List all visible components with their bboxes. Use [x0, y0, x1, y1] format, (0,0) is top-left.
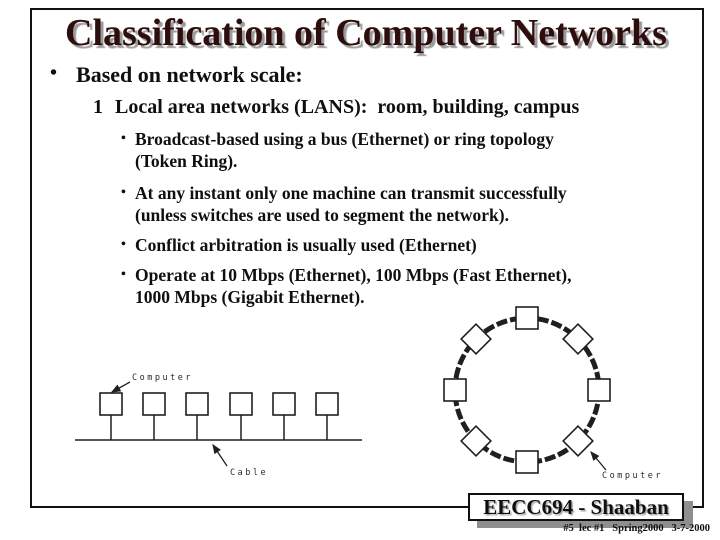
bullet-icon: • [121, 237, 126, 252]
item-text: Local area networks (LANS): room, buildi… [115, 96, 580, 118]
slide-title: Classification of Computer Networks [65, 12, 667, 54]
sub-bullet-arbitration: • Conflict arbitration is usually used (… [121, 234, 477, 256]
bus-cable-label: Cable [230, 468, 268, 478]
line: Broadcast-based using a bus (Ethernet) o… [135, 129, 554, 149]
ring-computer-node-diamond [562, 425, 594, 457]
sub-bullet-broadcast: • Broadcast-based using a bus (Ethernet)… [121, 128, 554, 172]
bus-computer-node [315, 392, 339, 416]
ring-computer-arrow [590, 451, 607, 471]
sub-bullet-arbitration-text: Conflict arbitration is usually used (Et… [135, 234, 477, 256]
bullet-network-scale: • Based on network scale: [50, 62, 303, 88]
bus-computer-node [142, 392, 166, 416]
course-footer: EECC694 - Shaaban [468, 493, 684, 521]
line: (Token Ring). [135, 151, 238, 171]
ring-computer-node [515, 450, 539, 474]
line: (unless switches are used to segment the… [135, 205, 509, 225]
ring-computer-node [443, 378, 467, 402]
line: Operate at 10 Mbps (Ethernet), 100 Mbps … [135, 265, 572, 285]
bullet-icon: • [50, 62, 58, 84]
sub-bullet-speeds: • Operate at 10 Mbps (Ethernet), 100 Mbp… [121, 264, 571, 308]
ring-computer-node-diamond [562, 323, 594, 355]
ring-computer-label: Computer [602, 471, 663, 481]
sub-bullet-transmit: • At any instant only one machine can tr… [121, 182, 567, 226]
ring-computer-node-diamond [460, 425, 492, 457]
ring-computer-node [515, 306, 539, 330]
bus-cable-arrow [212, 443, 228, 467]
line: 1000 Mbps (Gigabit Ethernet). [135, 287, 365, 307]
bullet-icon: • [121, 185, 126, 200]
bus-computer-label: Computer [132, 373, 193, 383]
bus-computer-node [99, 392, 123, 416]
line: Conflict arbitration is usually used (Et… [135, 235, 477, 255]
sub-bullet-speeds-text: Operate at 10 Mbps (Ethernet), 100 Mbps … [135, 264, 571, 308]
numbered-item-lans: 1 Local area networks (LANS): room, buil… [93, 96, 579, 119]
bullet-icon: • [121, 131, 126, 146]
slide-border [30, 8, 704, 508]
lecture-meta: #5 lec #1 Spring2000 3-7-2000 [563, 523, 710, 534]
bullet-icon: • [121, 267, 126, 282]
sub-bullet-broadcast-text: Broadcast-based using a bus (Ethernet) o… [135, 128, 554, 172]
bus-computer-node [272, 392, 296, 416]
ring-computer-node-diamond [460, 323, 492, 355]
bus-computer-arrow [110, 381, 131, 393]
course-footer-label: EECC694 - Shaaban [483, 494, 669, 519]
bullet-network-scale-label: Based on network scale: [76, 62, 303, 87]
bus-topology-diagram: Computer Cable [75, 373, 362, 478]
bus-computer-node [185, 392, 209, 416]
ring-topology-diagram: Computer [443, 306, 663, 481]
line: At any instant only one machine can tran… [135, 183, 567, 203]
ring-computer-node [587, 378, 611, 402]
bus-computer-node [229, 392, 253, 416]
item-number: 1 [93, 96, 103, 118]
sub-bullet-transmit-text: At any instant only one machine can tran… [135, 182, 567, 226]
